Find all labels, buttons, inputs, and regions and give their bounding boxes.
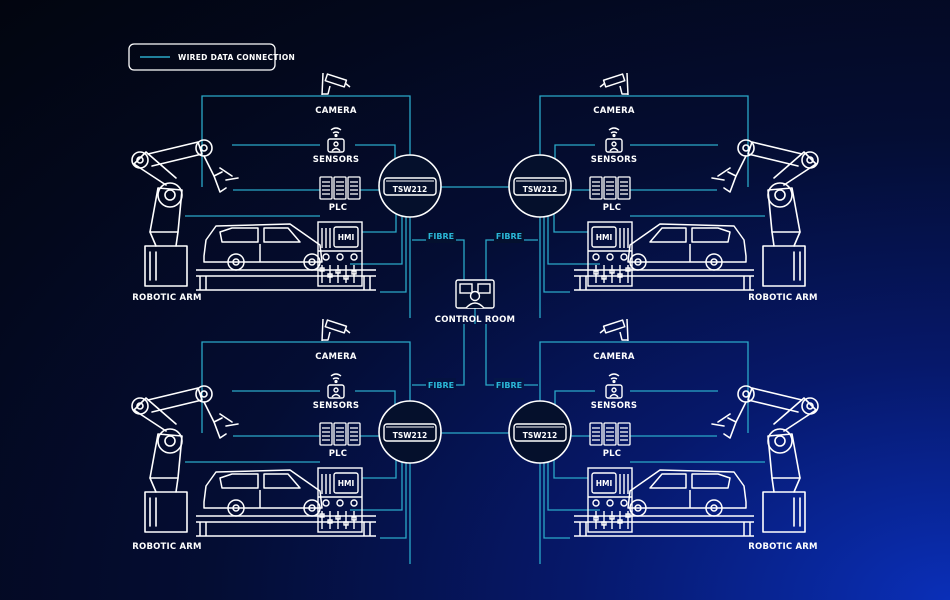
legend-label: WIRED DATA CONNECTION xyxy=(178,53,295,62)
robotic-arm-label: ROBOTIC ARM xyxy=(132,293,201,303)
fibre-labels: FIBRE FIBRE FIBRE FIBRE xyxy=(426,231,524,390)
switch-label: TSW212 xyxy=(393,431,427,440)
sensors-label: SENSORS xyxy=(591,401,637,411)
fibre-label-top-right: FIBRE xyxy=(496,232,522,241)
hmi-label: HMI xyxy=(596,233,613,242)
camera-label: CAMERA xyxy=(593,352,635,362)
cell-top-left: CAMERA SENSORS PLC HMI ROBOTIC ARM TSW21… xyxy=(131,72,442,319)
hmi-label: HMI xyxy=(338,233,355,242)
cell-top-right: CAMERA SENSORS PLC HMI ROBOTIC ARM TSW21… xyxy=(508,72,819,319)
cell-bottom-right: CAMERA SENSORS PLC HMI ROBOTIC ARM TSW21… xyxy=(508,318,819,565)
control-room-label: CONTROL ROOM xyxy=(435,315,515,325)
control-room: CONTROL ROOM xyxy=(435,279,515,325)
switch-label: TSW212 xyxy=(393,185,427,194)
robotic-arm-label: ROBOTIC ARM xyxy=(132,542,201,552)
plc-label: PLC xyxy=(603,449,621,459)
fibre-label-top-left: FIBRE xyxy=(428,232,454,241)
camera-label: CAMERA xyxy=(315,106,357,116)
switch-label: TSW212 xyxy=(523,185,557,194)
switch-label: TSW212 xyxy=(523,431,557,440)
sensors-label: SENSORS xyxy=(313,155,359,165)
camera-label: CAMERA xyxy=(315,352,357,362)
hmi-label: HMI xyxy=(596,479,613,488)
hmi-label: HMI xyxy=(338,479,355,488)
control-room-icon xyxy=(455,279,495,309)
fibre-label-bottom-left: FIBRE xyxy=(428,381,454,390)
robotic-arm-label: ROBOTIC ARM xyxy=(748,293,817,303)
plc-label: PLC xyxy=(329,449,347,459)
sensors-label: SENSORS xyxy=(313,401,359,411)
plc-label: PLC xyxy=(603,203,621,213)
camera-label: CAMERA xyxy=(593,106,635,116)
backbone-wires xyxy=(412,186,538,434)
legend: WIRED DATA CONNECTION xyxy=(128,43,295,71)
cell-bottom-left: CAMERA SENSORS PLC HMI ROBOTIC ARM TSW21… xyxy=(131,318,442,565)
robotic-arm-label: ROBOTIC ARM xyxy=(748,542,817,552)
sensors-label: SENSORS xyxy=(591,155,637,165)
fibre-label-bottom-right: FIBRE xyxy=(496,381,522,390)
plc-label: PLC xyxy=(329,203,347,213)
